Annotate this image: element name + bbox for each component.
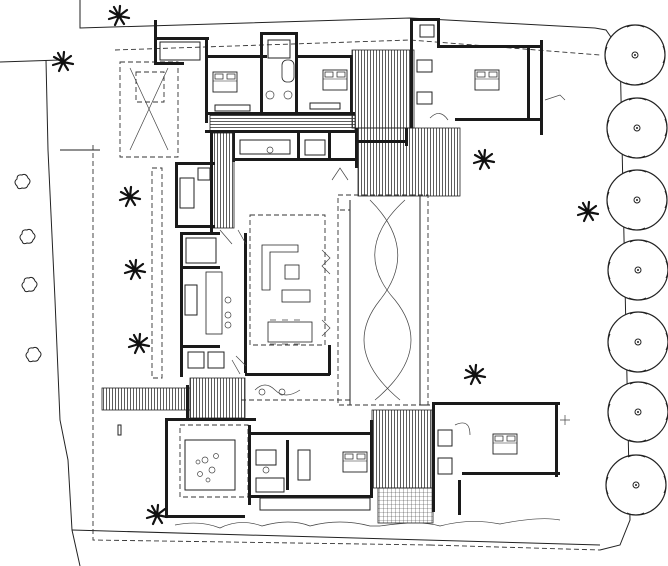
- bush-icon: [19, 228, 36, 245]
- round-tree-icon: [607, 239, 668, 301]
- round-tree-icon: [607, 381, 668, 443]
- palm-tree-icon: [123, 258, 147, 281]
- palm-tree-icon: [118, 185, 142, 208]
- round-tree-icon: [605, 454, 667, 516]
- bed-icon: [492, 433, 518, 455]
- round-tree-icon: [607, 311, 668, 373]
- landscape-round-trees: [604, 24, 668, 516]
- sofa-icon: [261, 244, 299, 291]
- bathtub-icon: [281, 59, 295, 83]
- palm-tree-icon: [145, 503, 169, 526]
- bed-icon: [474, 69, 500, 91]
- round-tree-icon: [604, 24, 666, 86]
- palm-tree-icon: [576, 200, 600, 223]
- dining-table-icon: [267, 321, 313, 343]
- bush-icon: [25, 346, 42, 363]
- gate-detail: [560, 415, 570, 425]
- landscape-bushes: [14, 173, 42, 363]
- round-tree-icon: [606, 169, 668, 231]
- round-tree-icon: [606, 97, 668, 159]
- north-service-block: [210, 127, 461, 233]
- palm-tree-icon: [472, 148, 496, 171]
- site-boundary: [0, 0, 631, 566]
- bush-icon: [21, 276, 38, 293]
- palm-tree-icon: [51, 50, 75, 73]
- north-wing: [119, 18, 543, 158]
- living-wing: [151, 162, 351, 401]
- bed-icon: [212, 71, 238, 93]
- bed-icon: [342, 451, 368, 473]
- west-walkway: [101, 377, 246, 420]
- south-landscape-edge: [174, 518, 561, 529]
- palm-tree-icon: [463, 363, 487, 386]
- south-wing: [165, 402, 560, 524]
- palm-tree-icon: [127, 332, 151, 355]
- marker-post: [117, 424, 122, 436]
- bush-icon: [14, 173, 31, 190]
- palm-tree-icon: [107, 4, 131, 27]
- property-dashed-outline: [92, 39, 601, 551]
- bed-icon: [322, 69, 348, 91]
- pool-courtyard: [331, 167, 430, 406]
- entry-detail: [544, 94, 566, 101]
- courtyard-garden: [195, 453, 219, 483]
